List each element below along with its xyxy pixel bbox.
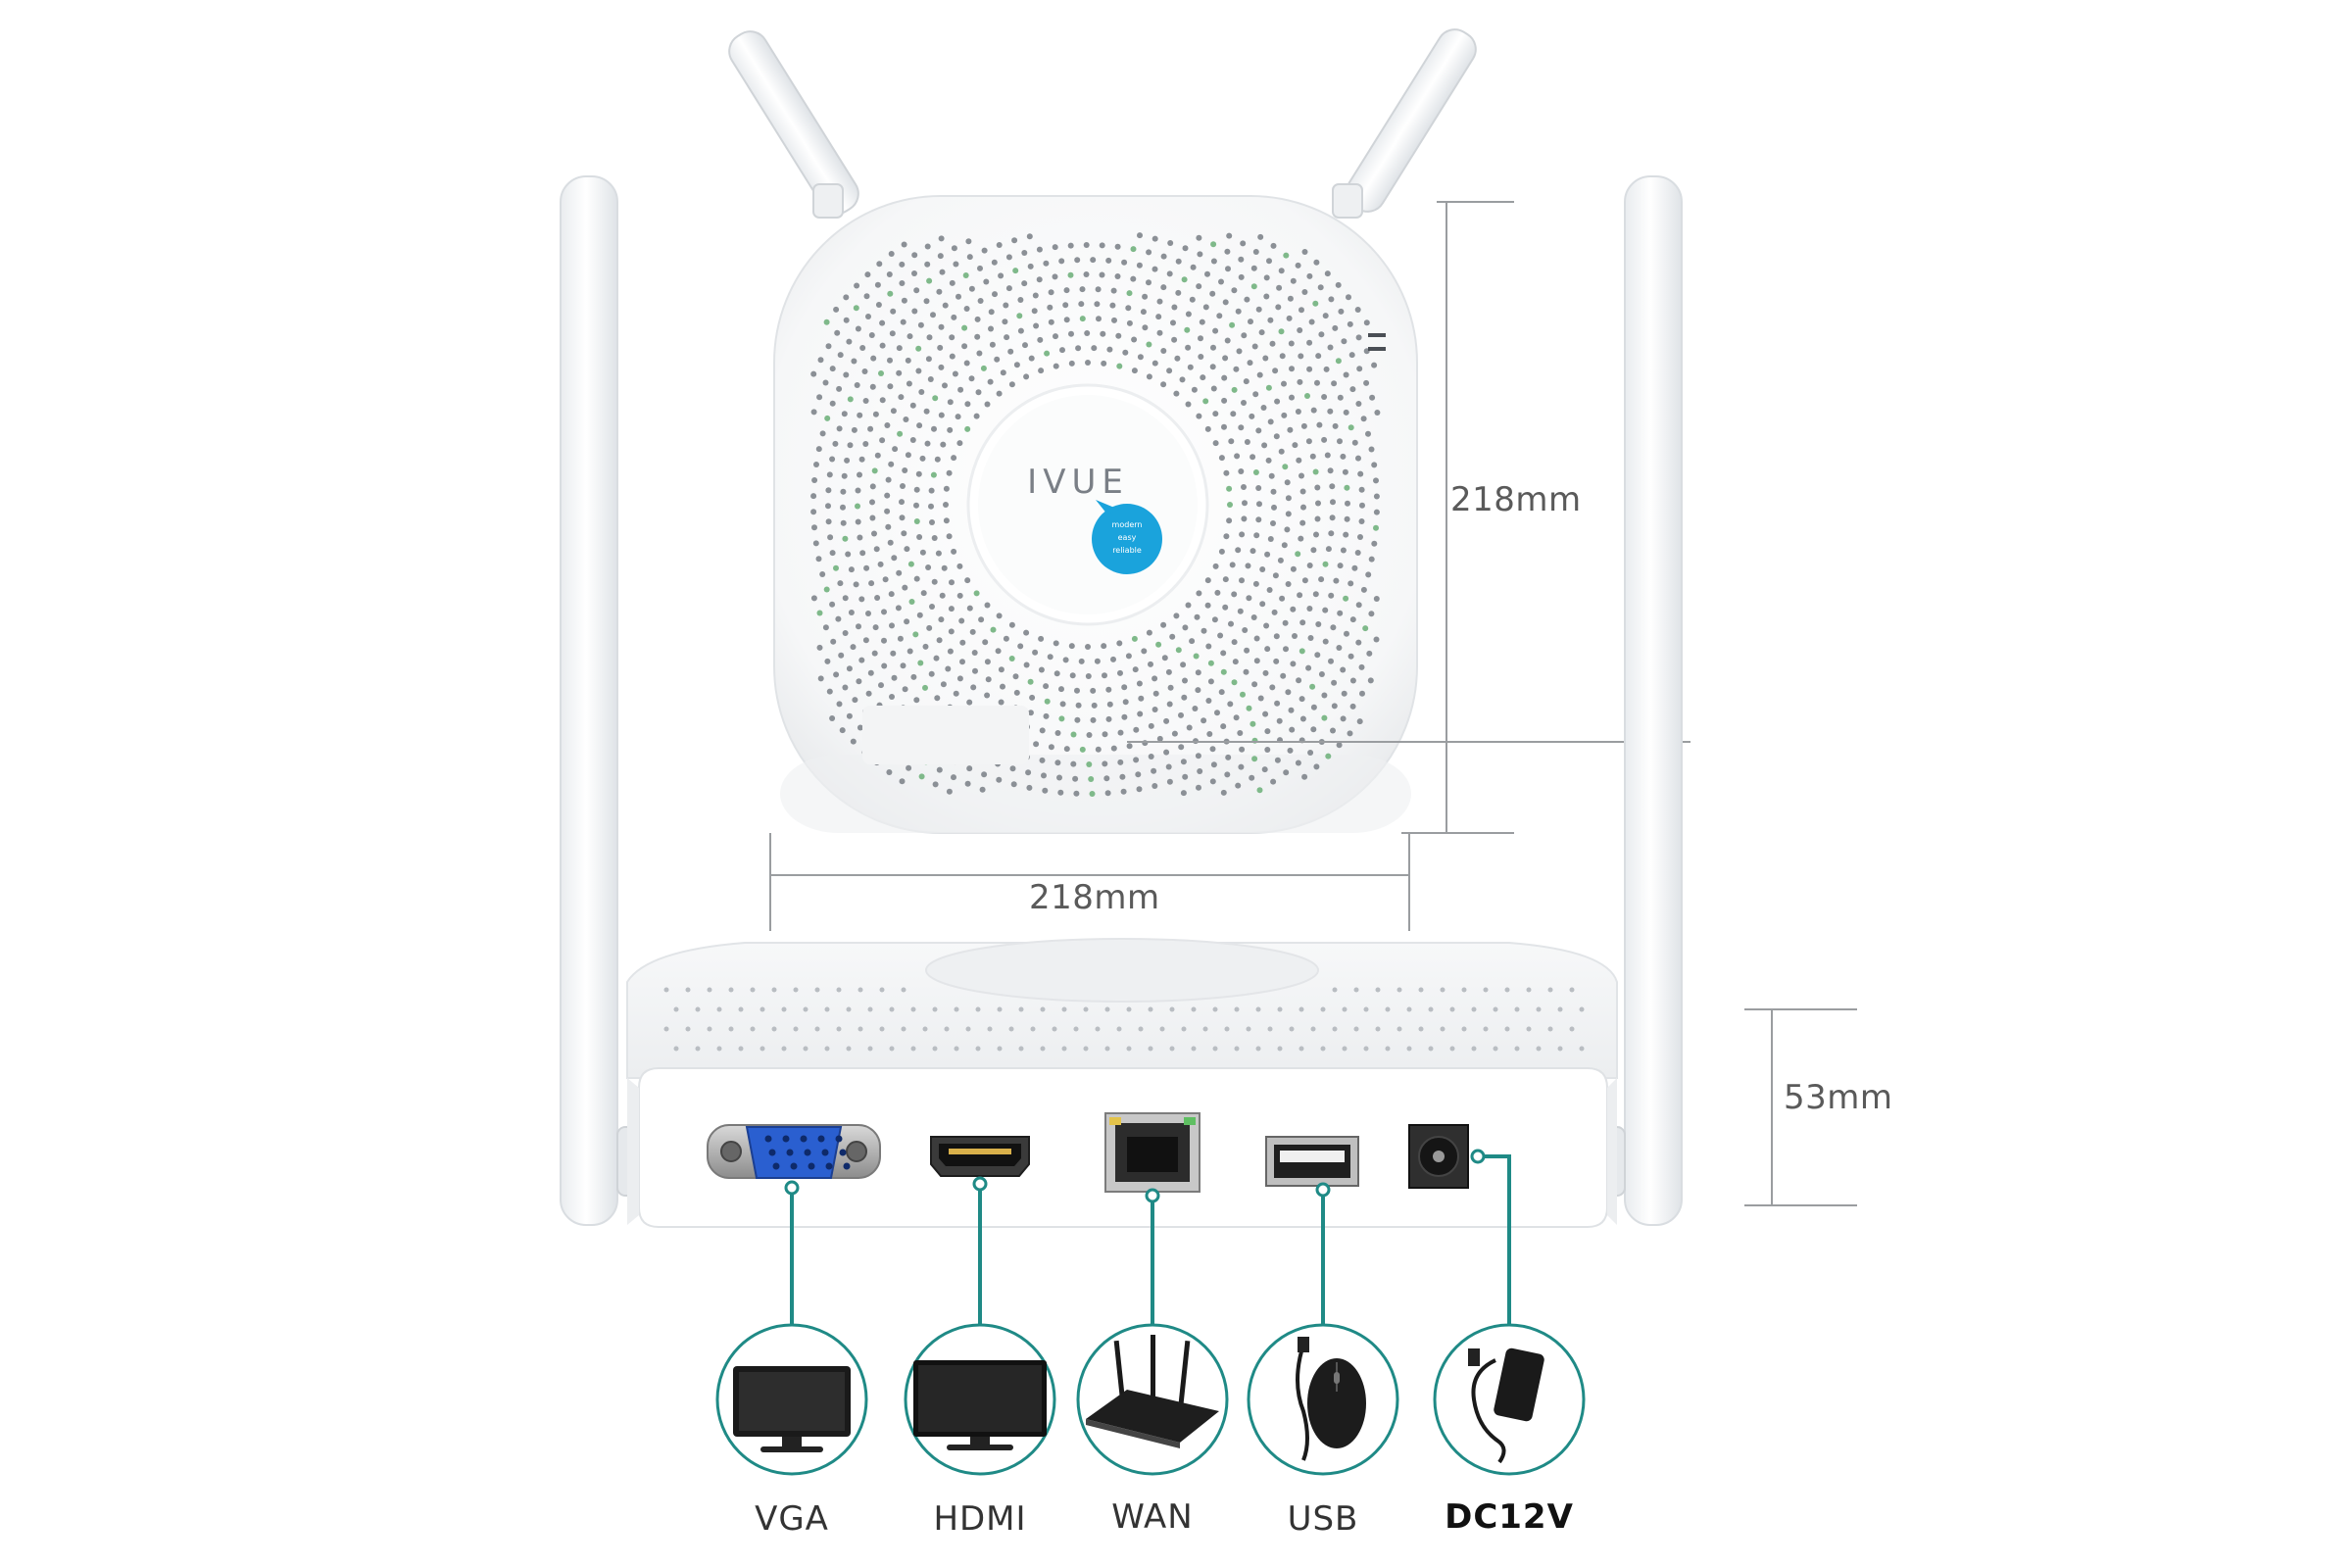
- port-label-usb: USB: [1287, 1499, 1359, 1539]
- bubble-text-2: easy: [1118, 533, 1137, 542]
- depth-dimension-label: 218mm: [1450, 480, 1582, 519]
- connector-lines: [790, 1154, 1511, 1325]
- bubble-text-3: reliable: [1112, 546, 1142, 555]
- rear-view-device: [560, 175, 1683, 1228]
- mouse-icon: [1247, 1323, 1399, 1476]
- connector-dots: [784, 1149, 1486, 1203]
- router-icon: [1076, 1323, 1229, 1476]
- usb-port: [1265, 1136, 1359, 1187]
- top-antenna-left: [728, 30, 859, 219]
- width-dimension-label: 218mm: [1029, 878, 1160, 917]
- rear-vent-pattern: [663, 987, 1585, 1052]
- port-label-hdmi: HDMI: [933, 1499, 1027, 1539]
- device-circles: [715, 1323, 1586, 1476]
- dimension-lines: [769, 201, 1857, 1206]
- top-antenna-right: [1332, 28, 1477, 219]
- port-label-dc12v: DC12V: [1445, 1497, 1574, 1537]
- brand-bubble: modern easy reliable: [1092, 500, 1162, 574]
- hdmi-port: [930, 1136, 1030, 1177]
- vent-pattern: [810, 232, 1381, 797]
- port-label-vga: VGA: [755, 1499, 829, 1539]
- tv-icon: [904, 1323, 1056, 1476]
- power-adapter-icon: [1433, 1323, 1586, 1476]
- dc-port: [1408, 1124, 1469, 1189]
- vga-port: [707, 1124, 881, 1179]
- height-dimension-label: 53mm: [1784, 1078, 1893, 1117]
- monitor-icon: [715, 1323, 868, 1476]
- bubble-text-1: modern: [1112, 520, 1143, 529]
- top-view-device: IVUE modern easy reliable: [728, 28, 1477, 834]
- brand-logo: IVUE: [1027, 463, 1129, 502]
- wan-port: [1104, 1112, 1200, 1193]
- port-label-wan: WAN: [1111, 1497, 1194, 1537]
